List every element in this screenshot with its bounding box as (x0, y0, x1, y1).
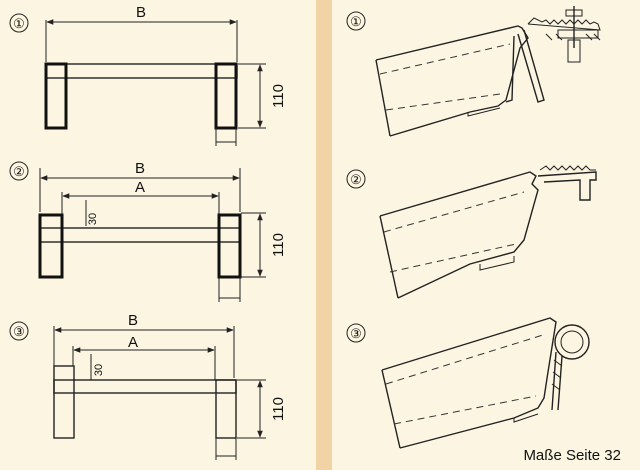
dim-b-label: B (136, 4, 146, 21)
dim-b-label: B (135, 160, 145, 177)
gutter-foot (467, 107, 501, 117)
variant-2-number-circle (9, 161, 29, 181)
gutter-lower-line (393, 395, 537, 425)
gutter-lower-line (385, 93, 501, 111)
hatching (545, 33, 601, 41)
leg-right (217, 213, 242, 279)
dim-a-label: A (135, 179, 145, 196)
dim-b-label: B (128, 312, 138, 329)
round-rail-inner (560, 330, 584, 354)
dim-110-label: 110 (270, 233, 287, 257)
gutter-inner-line (379, 43, 511, 75)
step-profile (537, 171, 597, 201)
right-variant-2: ② (346, 165, 597, 299)
variant-2-number: ② (13, 164, 25, 179)
round-rail-outer (554, 324, 590, 360)
variant-3-number-circle (9, 321, 29, 341)
gutter-back-edge (375, 59, 391, 137)
gutter-back-edge (381, 369, 401, 449)
right-panel (332, 0, 640, 470)
top-bar (39, 227, 241, 243)
left-variant-3: ③ B A 30 110 (9, 312, 287, 460)
leg-left (38, 213, 64, 279)
variant-3-number: ③ (350, 326, 362, 341)
tread-profile (527, 17, 601, 31)
leg-left (44, 62, 68, 130)
dim-30-label: 30 (93, 364, 105, 376)
variant-1-number-circle (346, 11, 366, 31)
gutter-body (375, 25, 529, 137)
gutter-inner-line (385, 333, 547, 385)
gutter-body (381, 317, 557, 449)
tread-profile (539, 165, 596, 171)
gutter-foot (513, 413, 539, 423)
left-variant-1: ① B 110 (9, 4, 287, 146)
dim-a-label: A (128, 334, 138, 351)
screw-head (565, 9, 583, 17)
right-variant-1: ① (346, 6, 601, 137)
variant-2-number-circle (346, 169, 366, 189)
variant-3-number: ③ (13, 324, 25, 339)
gutter-back-edge (379, 215, 399, 299)
dim-30-label: 30 (87, 213, 99, 225)
variant-3-number-circle (346, 323, 366, 343)
gutter-inner-line (383, 191, 525, 233)
variant-2-number: ② (350, 172, 362, 187)
leg-right (215, 379, 237, 439)
variant-1-number: ① (13, 16, 25, 31)
leg-left (53, 365, 75, 439)
rail-support (551, 351, 563, 411)
top-bar (53, 379, 237, 394)
page-reference: Maße Seite 32 (523, 447, 621, 464)
bracket (517, 29, 545, 103)
rail-support-hatching (551, 359, 563, 391)
leg-right (214, 62, 238, 130)
bracket-inner (505, 35, 515, 103)
right-variant-3: ③ (346, 317, 590, 449)
variant-1-number: ① (350, 14, 362, 29)
fixing-plate (557, 29, 599, 39)
dim-110-label: 110 (270, 84, 287, 108)
gutter-lower-line (389, 243, 517, 273)
variant-1-number-circle (9, 13, 29, 33)
gutter-body (379, 171, 539, 299)
screw-anchor (567, 39, 581, 63)
dim-110-label: 110 (270, 397, 287, 421)
top-bar (45, 63, 238, 79)
gutter-foot (479, 256, 515, 271)
left-variant-2: ② B A 30 110 (9, 160, 287, 302)
